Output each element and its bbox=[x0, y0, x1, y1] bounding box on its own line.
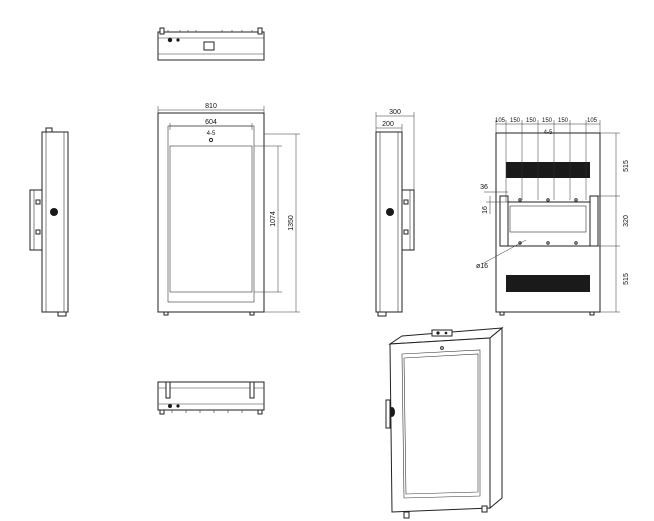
bottom-view bbox=[157, 381, 265, 415]
dim-back-150-b: 150 bbox=[526, 118, 537, 124]
dim-front-small-mark: 4-5 bbox=[207, 131, 216, 137]
dim-side-inner-depth: 200 bbox=[382, 121, 394, 128]
dim-front-total-height: 1350 bbox=[288, 215, 295, 231]
top-view bbox=[157, 27, 265, 61]
dim-back-105-left: 105 bbox=[495, 118, 506, 124]
dim-back-150-a: 150 bbox=[510, 118, 521, 124]
dim-back-105-right: 105 bbox=[587, 118, 598, 124]
dim-side-depth: 300 bbox=[389, 109, 401, 116]
dim-back-offset-16: 16 bbox=[482, 206, 489, 214]
dim-back-515-bottom: 515 bbox=[623, 273, 630, 285]
dim-front-inner-width: 604 bbox=[205, 119, 217, 126]
dim-front-view-height: 1074 bbox=[270, 211, 277, 227]
dim-back-150-d: 150 bbox=[558, 118, 569, 124]
dim-back-150-c: 150 bbox=[542, 118, 553, 124]
front-view bbox=[157, 106, 300, 316]
dim-back-320: 320 bbox=[623, 215, 630, 227]
dim-back-515-top: 515 bbox=[623, 160, 630, 172]
dim-back-small-mark: 4-5 bbox=[544, 130, 553, 136]
perspective-view bbox=[385, 326, 504, 519]
left-side-view bbox=[29, 127, 69, 317]
dim-back-hole-dia: ø16 bbox=[476, 263, 488, 270]
right-side-view bbox=[375, 112, 415, 317]
back-view bbox=[481, 120, 620, 316]
dim-front-width: 810 bbox=[205, 103, 217, 110]
dim-back-offset-36: 36 bbox=[480, 184, 488, 191]
